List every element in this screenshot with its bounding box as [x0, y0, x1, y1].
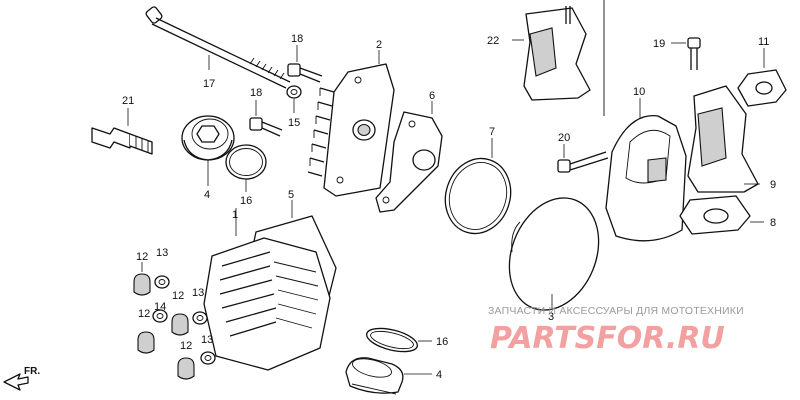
label-16-lower: 16: [436, 336, 448, 348]
label-12-c: 12: [138, 308, 150, 320]
front-direction-arrow-icon: [3, 373, 29, 391]
label-18-lower: 18: [250, 87, 262, 99]
nut-12-a[interactable]: [133, 262, 151, 296]
label-19: 19: [653, 38, 665, 50]
bolt-20[interactable]: [557, 144, 609, 173]
label-1: 1: [232, 209, 238, 221]
nut-12-b[interactable]: [171, 313, 189, 336]
label-18-top: 18: [291, 33, 303, 45]
cylinder-head-1[interactable]: [203, 208, 331, 371]
label-5: 5: [288, 189, 294, 201]
gasket-8[interactable]: [679, 195, 764, 235]
label-13-c: 13: [201, 334, 213, 346]
stud-bolt-17[interactable]: [145, 6, 291, 89]
housing-10[interactable]: [605, 98, 687, 242]
label-12-a: 12: [136, 251, 148, 263]
gasket-11[interactable]: [737, 48, 787, 107]
label-6: 6: [429, 90, 435, 102]
bolt-19[interactable]: [671, 37, 701, 70]
finned-cover-2[interactable]: [307, 50, 395, 197]
o-ring-16-top[interactable]: [225, 144, 267, 192]
label-9: 9: [770, 179, 776, 191]
label-3: 3: [548, 311, 554, 323]
washer-13-a[interactable]: [154, 275, 170, 289]
intake-pipe-9[interactable]: [687, 85, 760, 193]
flange-bolt-18-lower[interactable]: [249, 100, 283, 137]
round-cover-3[interactable]: [493, 184, 614, 323]
label-17: 17: [203, 78, 215, 90]
label-12-d: 12: [180, 340, 192, 352]
nut-12-c[interactable]: [137, 331, 155, 354]
flange-bolt-18-top[interactable]: [287, 45, 323, 83]
label-14: 14: [154, 301, 166, 313]
spark-plug-21[interactable]: [91, 108, 153, 155]
watermark-logo: PARTSFOR.RU: [490, 321, 725, 356]
nut-12-d[interactable]: [177, 357, 195, 380]
intake-pipe-22[interactable]: [512, 0, 605, 116]
gasket-6[interactable]: [375, 101, 443, 213]
label-4-top: 4: [204, 189, 210, 201]
o-ring-7[interactable]: [436, 138, 520, 242]
label-13-a: 13: [156, 247, 168, 259]
label-15: 15: [288, 117, 300, 129]
label-11: 11: [758, 36, 769, 48]
label-7: 7: [489, 126, 495, 138]
o-ring-16-lower[interactable]: [364, 324, 432, 356]
watermark-caption: ЗАПЧАСТИ И АКСЕССУАРЫ ДЛЯ МОТОТЕХНИКИ: [488, 305, 744, 317]
label-2: 2: [376, 39, 382, 51]
label-8: 8: [770, 217, 776, 229]
washer-13-b[interactable]: [192, 311, 208, 325]
washer-13-c[interactable]: [200, 351, 216, 365]
label-22: 22: [487, 35, 499, 47]
cap-4-top[interactable]: [181, 115, 235, 186]
washer-14[interactable]: [152, 309, 168, 323]
label-16-top: 16: [240, 195, 252, 207]
cap-4-lower[interactable]: [345, 355, 432, 395]
washer-15[interactable]: [286, 85, 302, 113]
label-4-lower: 4: [436, 369, 442, 381]
label-20: 20: [558, 132, 570, 144]
callout-labels: 17 18 15 18 21 4 16 2 6 7 3 22 19 11 10 …: [122, 33, 776, 381]
label-10: 10: [633, 86, 645, 98]
label-13-b: 13: [192, 287, 204, 299]
label-12-b: 12: [172, 290, 184, 302]
front-direction-label: FR.: [24, 366, 40, 377]
label-21: 21: [122, 95, 134, 107]
